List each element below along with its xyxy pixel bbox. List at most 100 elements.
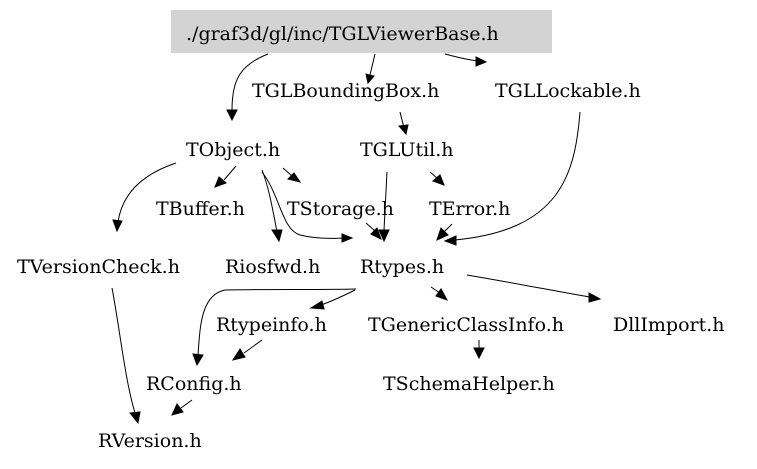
edge-line [319,289,356,306]
node-tschemahelper[interactable]: TSchemaHelper.h [383,373,555,395]
edge-line [197,288,357,356]
node-root[interactable]: ./graf3d/gl/inc/TGLViewerBase.h [171,10,552,53]
arrowhead-icon [475,56,488,67]
nodes: ./graf3d/gl/inc/TGLViewerBase.hTGLBoundi… [17,10,725,452]
edge-line [444,223,453,232]
edge-tglutil-to-rtypes [378,171,390,243]
arrowhead-icon [192,353,204,367]
arrowhead-icon [271,229,283,243]
edge-tgllockable-to-rtypes [443,111,581,246]
node-label: TGLUtil.h [360,139,454,161]
arrowhead-icon [432,174,445,186]
node-label: Rtypeinfo.h [216,314,327,336]
edge-line [454,111,581,241]
edge-root-to-tgllockable [444,53,488,67]
edge-line [429,171,438,179]
edge-line [365,222,376,232]
edge-tobject-to-tversioncheck [112,162,177,233]
arrowhead-icon [473,347,485,360]
arrowhead-icon [287,172,302,183]
edge-rtypeinfo-to-rconfig [231,339,263,361]
edge-root-to-tglboundingbox [365,53,376,85]
arrowhead-icon [397,124,409,136]
edge-rconfig-to-rversion [171,399,193,416]
edge-tobject-to-tbuffer [214,165,237,188]
node-label: RConfig.h [146,373,242,395]
node-rtypes[interactable]: Rtypes.h [360,256,444,278]
edge-tglutil-to-terror [429,171,445,186]
edge-tobject-to-rtypes [261,171,354,243]
arrowhead-icon [171,403,184,416]
arrowhead-icon [365,73,375,85]
edge-tstorage-to-rtypes [365,222,382,241]
edge-tgenericclassinfo-to-tschemahelper [473,340,485,360]
edge-tversioncheck-to-rversion [111,287,141,425]
node-label: RVersion.h [98,430,202,452]
node-tstorage[interactable]: TStorage.h [287,198,394,220]
arrowhead-icon [231,348,246,361]
edge-line [223,165,237,181]
edge-line [369,53,376,76]
edge-line [261,171,344,239]
edge-rtypes-to-dllimport [466,274,602,303]
node-rtypeinfo[interactable]: Rtypeinfo.h [216,314,327,336]
node-tgenericclassinfo[interactable]: TGenericClassInfo.h [368,314,564,336]
node-rconfig[interactable]: RConfig.h [146,373,242,395]
edge-line [117,162,177,223]
edge-line [466,274,591,298]
arrowhead-icon [214,176,227,188]
arrowhead-icon [443,235,457,246]
node-label: DllImport.h [613,314,725,336]
edge-line [231,53,269,111]
node-label: TBuffer.h [156,198,245,220]
edges [111,53,602,425]
arrowhead-icon [370,227,382,241]
root-node-background [171,10,552,53]
node-label: TStorage.h [287,198,394,220]
node-tobject[interactable]: TObject.h [186,139,280,161]
arrowhead-icon [435,288,449,301]
node-rversion[interactable]: RVersion.h [98,430,202,452]
arrowhead-icon [378,229,390,243]
edge-rtypes-to-tgenericclassinfo [430,286,449,301]
edge-rtypes-to-rconfig [192,288,357,367]
node-tgllockable[interactable]: TGLLockable.h [495,80,641,102]
arrowhead-icon [129,411,141,425]
node-terror[interactable]: TError.h [429,198,510,220]
node-tglboundingbox[interactable]: TGLBoundingBox.h [252,80,439,102]
edge-rtypes-to-rtypeinfo [309,289,356,310]
node-label: TVersionCheck.h [17,256,180,278]
edge-line [111,287,136,414]
node-label: TGLBoundingBox.h [252,80,439,102]
edge-tobject-to-tstorage [282,167,302,183]
node-label: Riosfwd.h [225,256,320,278]
edge-line [180,399,193,409]
node-label: TGLLockable.h [495,80,641,102]
arrowhead-icon [112,219,123,233]
node-label: TGenericClassInfo.h [368,314,564,336]
node-label: ./graf3d/gl/inc/TGLViewerBase.h [186,23,499,45]
edge-line [261,169,278,233]
edge-tglboundingbox-to-tglutil [397,111,409,136]
edge-line [243,339,263,354]
node-label: TError.h [429,198,510,220]
edge-root-to-tobject [226,53,269,122]
edge-line [282,167,293,177]
node-riosfwd[interactable]: Riosfwd.h [225,256,320,278]
node-dllimport[interactable]: DllImport.h [613,314,725,336]
node-label: Rtypes.h [360,256,444,278]
edge-terror-to-rtypes [436,223,453,241]
node-label: TObject.h [186,139,280,161]
arrowhead-icon [588,292,602,303]
arrowhead-icon [341,233,354,243]
arrowhead-icon [309,300,325,310]
edge-line [383,171,388,231]
node-tversioncheck[interactable]: TVersionCheck.h [17,256,180,278]
node-tbuffer[interactable]: TBuffer.h [156,198,245,220]
arrowhead-icon [226,109,238,122]
node-label: TSchemaHelper.h [383,373,555,395]
node-tglutil[interactable]: TGLUtil.h [360,139,454,161]
edge-line [444,53,479,62]
arrowhead-icon [436,227,449,241]
